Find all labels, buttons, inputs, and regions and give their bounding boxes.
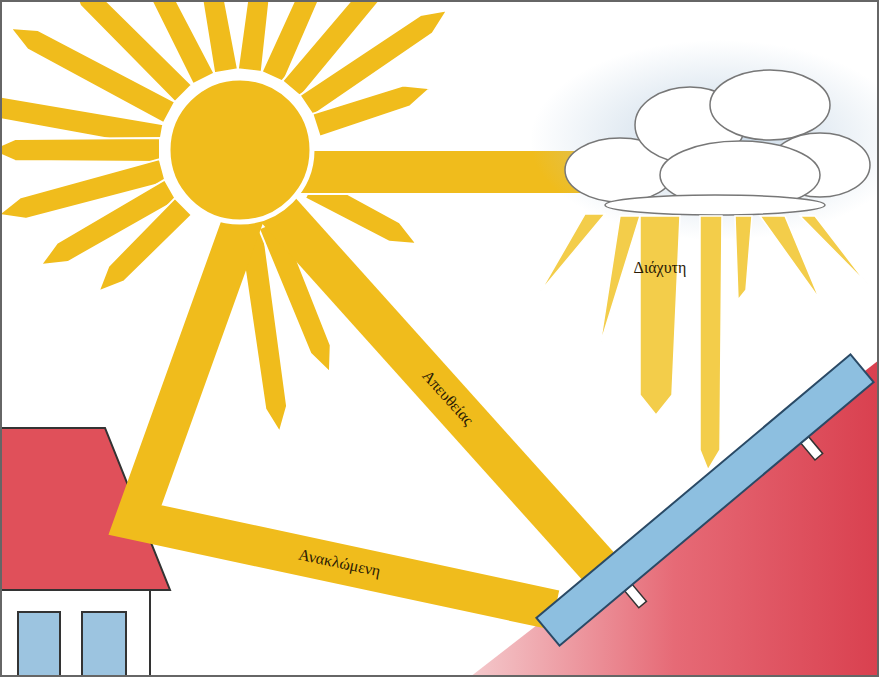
diffuse-label: Διάχυτη [634, 260, 687, 276]
